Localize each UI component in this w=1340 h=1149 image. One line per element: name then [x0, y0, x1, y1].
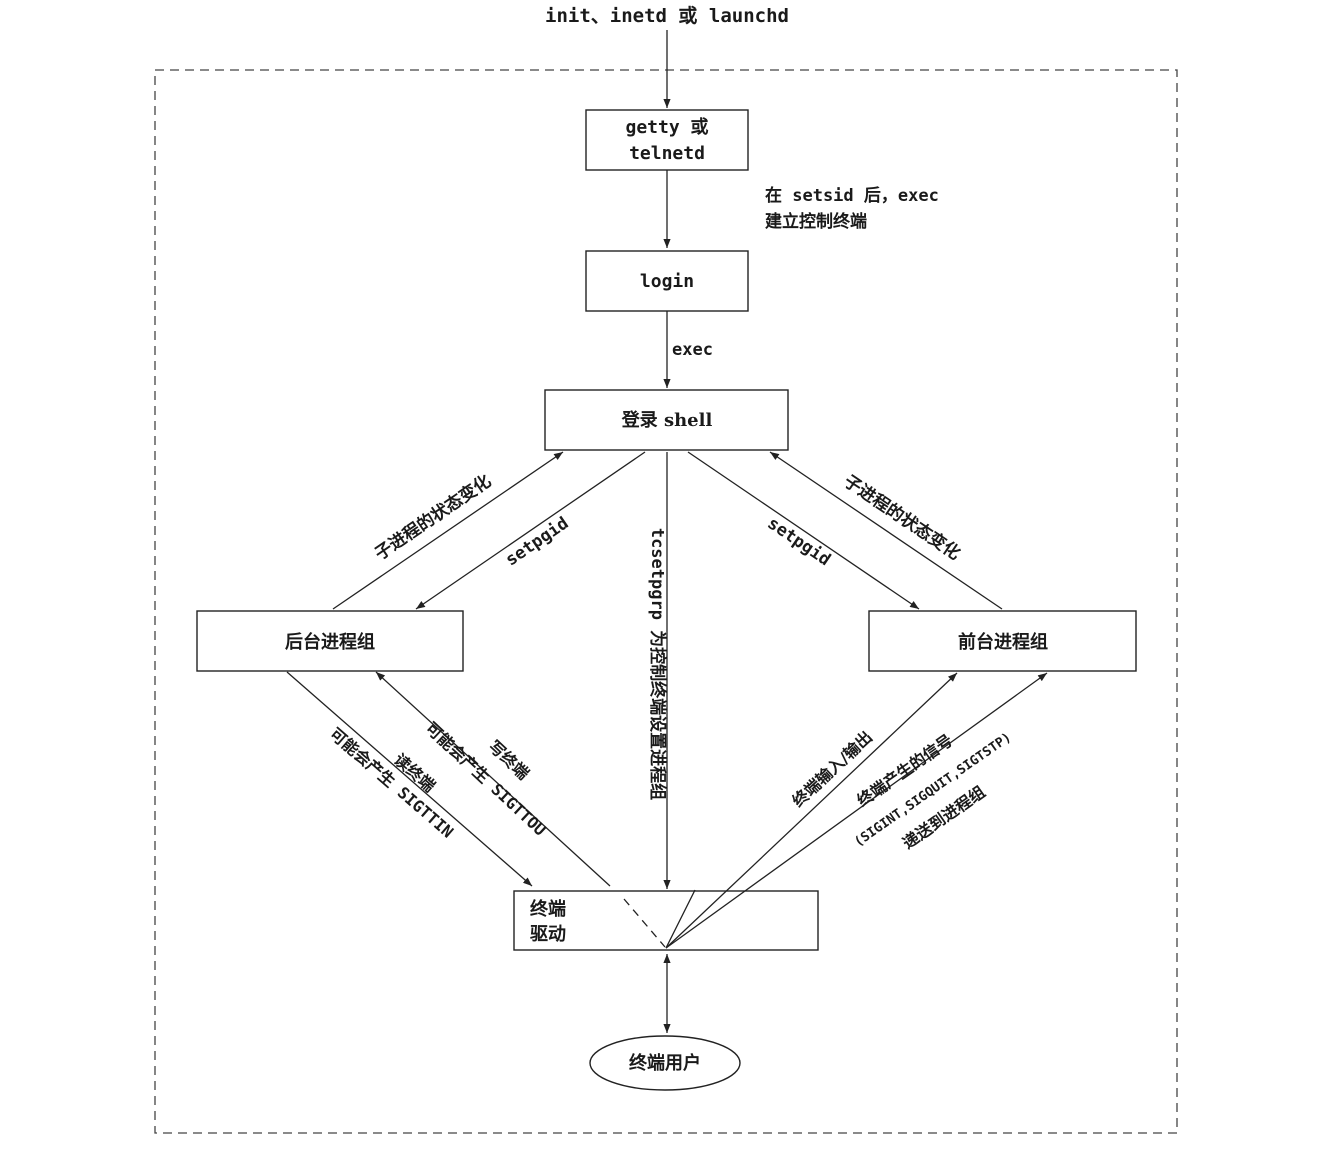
session-boundary: [154, 69, 1178, 1134]
bg-status-change-label: 子进程的状态变化: [371, 470, 495, 564]
background-process-group-label: 后台进程组: [285, 631, 375, 653]
tcsetpgrp-label: tcsetpgrp 为控制终端设置进程组: [647, 528, 668, 800]
setpgid-right-label: setpgid: [764, 513, 835, 570]
fg-status-change-arrow: [769, 451, 1003, 610]
terminal-io-arrow: [665, 672, 958, 949]
setpgid-left-label: setpgid: [502, 513, 572, 570]
foreground-process-group-node: 前台进程组: [868, 610, 1137, 672]
write-terminal-dashed-link: [623, 898, 666, 948]
fg-status-change-label: 子进程的状态变化: [840, 471, 964, 565]
login-shell-node: 登录 shell: [544, 389, 789, 451]
terminal-driver-node: 终端 驱动: [513, 890, 819, 951]
top-source-label: init、inetd 或 launchd: [545, 4, 789, 27]
terminal-signals-arrow: [665, 672, 1048, 949]
exec-label: exec: [672, 340, 713, 360]
background-process-group-node: 后台进程组: [196, 610, 464, 672]
terminal-signals-label-line3: 递送到进程组: [899, 782, 989, 853]
read-terminal-arrow: [286, 671, 533, 887]
getty-label-line2: telnetd: [629, 143, 705, 164]
bg-status-change-arrow: [332, 451, 564, 610]
setsid-exec-label: 在 setsid 后，exec: [765, 185, 939, 206]
terminal-driver-label-line2: 驱动: [530, 924, 566, 945]
write-terminal-arrow: [375, 671, 611, 887]
establish-terminal-label: 建立控制终端: [765, 211, 867, 232]
setpgid-right-arrow: [687, 451, 920, 610]
foreground-process-group-label: 前台进程组: [958, 631, 1048, 653]
getty-label-line1: getty 或: [625, 116, 708, 138]
login-label: login: [640, 271, 694, 292]
terminal-io-tail: [665, 889, 696, 949]
login-shell-label: 登录 shell: [621, 409, 713, 431]
login-node: login: [585, 250, 749, 312]
setpgid-left-arrow: [415, 451, 646, 610]
terminal-user-label: 终端用户: [629, 1052, 701, 1074]
terminal-user-node: 终端用户: [589, 1035, 741, 1091]
terminal-driver-label-line1: 终端: [530, 898, 566, 920]
getty-node: getty 或 telnetd: [585, 109, 749, 171]
